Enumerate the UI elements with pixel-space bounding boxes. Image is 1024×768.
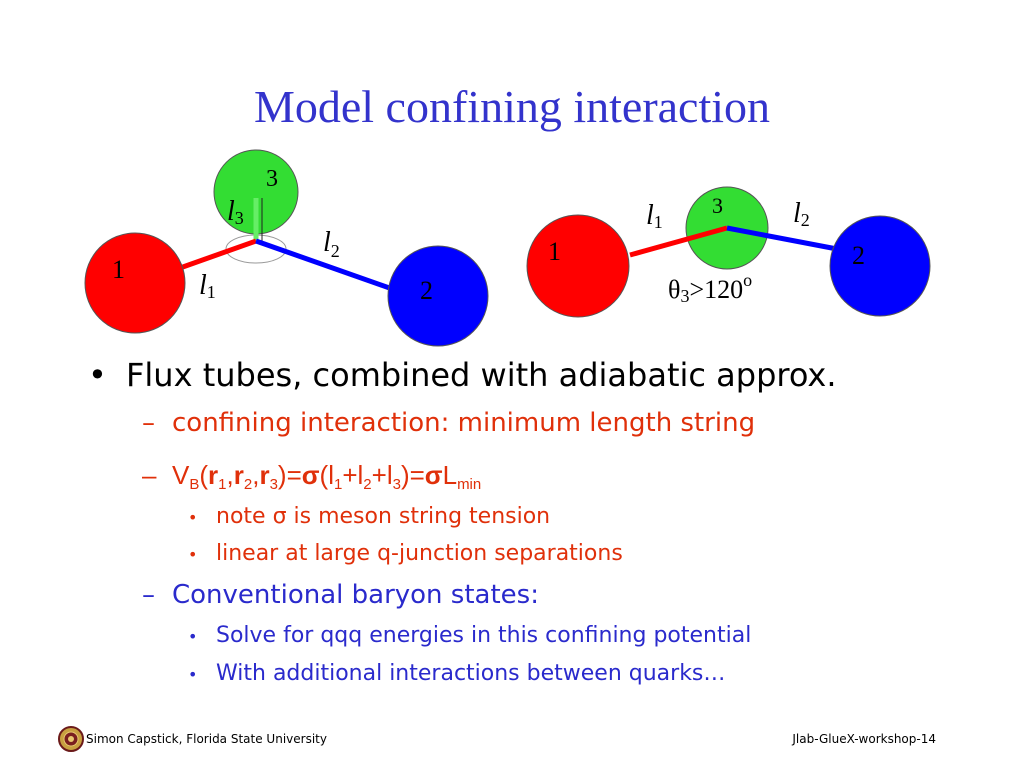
right-angle-label: θ3>120o: [668, 270, 752, 306]
right-string-l1: [629, 225, 728, 258]
sub-sub-bullet-note: • note σ is meson string tension: [188, 504, 550, 529]
eq-v-sub: B: [189, 476, 200, 493]
left-l2-letter: l: [323, 227, 331, 258]
left-string-l1: [179, 238, 257, 271]
eq-r2: r: [233, 460, 244, 490]
fsu-seal-icon: [58, 726, 84, 752]
bullet-flux-tubes-text: Flux tubes, combined with adiabatic appr…: [126, 356, 837, 394]
left-l1-label: l1: [199, 270, 216, 302]
eq-v: V: [172, 460, 190, 490]
eq-comma2: ,: [252, 460, 260, 490]
additional-text: With additional interactions between qua…: [216, 661, 726, 686]
eq-plus2: +l: [371, 460, 393, 490]
right-l2-letter: l: [793, 198, 801, 229]
dash-marker: –: [142, 580, 155, 610]
eq-r1: r: [208, 460, 219, 490]
bullet-marker: •: [188, 507, 198, 527]
eq-r1-sub: 1: [218, 476, 227, 493]
eq-open2: (l: [319, 460, 334, 490]
right-diagram: 1 2 3 l1 l2 θ3>120o: [526, 186, 931, 318]
angle-theta: θ: [668, 275, 680, 304]
left-quark-2-label: 2: [420, 276, 433, 305]
solve-text: Solve for qqq energies in this confining…: [216, 623, 752, 648]
right-quark-1: [526, 214, 630, 318]
note-suffix: is meson string tension: [286, 504, 551, 529]
right-l2-label: l2: [793, 198, 810, 230]
footer-slide-id: Jlab-GlueX-workshop-14: [792, 732, 936, 746]
eq-min-sub: min: [457, 476, 482, 493]
sub-sub-bullet-solve: • Solve for qqq energies in this confinin…: [188, 623, 751, 648]
left-l3-label: l3: [227, 196, 244, 228]
flux-tube-diagrams: 1 2 3 l3 l2 l1 1 2 3 l1 l2 θ3>120o: [84, 149, 931, 347]
baryon-states-text: Conventional baryon states:: [172, 580, 539, 610]
eq-r3: r: [259, 460, 270, 490]
eq-l3-sub: 3: [392, 476, 401, 493]
sub-sub-bullet-additional: • With additional interactions between qu…: [188, 661, 725, 686]
note-sigma: σ: [272, 504, 287, 529]
bullet-marker: •: [188, 544, 198, 564]
right-quark-3-label: 3: [712, 193, 723, 218]
footer-author: Simon Capstick, Florida State University: [86, 732, 327, 746]
eq-comma1: ,: [226, 460, 234, 490]
right-l2-sub: 2: [801, 210, 810, 230]
left-quark-1: [84, 232, 186, 334]
left-string-l2: [255, 238, 399, 294]
right-quark-2-label: 2: [852, 241, 865, 270]
left-quark-3-label: 3: [266, 166, 278, 192]
left-quark-1-label: 1: [112, 255, 125, 284]
bullet-flux-tubes: • Flux tubes, combined with adiabatic app…: [88, 356, 837, 394]
eq-close-eq: )=: [277, 460, 302, 490]
right-l1-label: l1: [646, 200, 663, 232]
eq-sigma1: σ: [301, 460, 320, 490]
dash-marker: –: [142, 460, 157, 490]
bullet-marker: •: [188, 626, 198, 646]
angle-degree: o: [743, 270, 752, 290]
eq-sigma2: σ: [424, 460, 443, 490]
bullet-marker: •: [88, 356, 107, 394]
sub-bullet-baryon-states: –Conventional baryon states:: [142, 580, 539, 610]
left-quark-2: [387, 245, 489, 347]
angle-sub: 3: [680, 286, 689, 306]
eq-open: (: [199, 460, 209, 490]
dash-marker: –: [142, 408, 155, 438]
sub-sub-bullet-linear: • linear at large q-junction separations: [188, 541, 623, 566]
eq-l1-sub: 1: [333, 476, 343, 493]
sub-bullet-confining-text: confining interaction: minimum length st…: [172, 408, 756, 438]
bullet-marker: •: [188, 664, 198, 684]
right-l1-sub: 1: [654, 212, 663, 232]
eq-r3-sub: 3: [269, 476, 278, 493]
left-diagram: 1 2 3 l3 l2 l1: [84, 149, 489, 347]
left-l2-label: l2: [323, 227, 340, 261]
eq-plus1: +l: [342, 460, 364, 490]
right-quark-1-label: 1: [548, 237, 561, 266]
eq-r2-sub: 2: [243, 476, 253, 493]
note-prefix: note: [216, 504, 273, 529]
left-l1-letter: l: [199, 270, 207, 301]
linear-text: linear at large q-junction separations: [216, 541, 623, 566]
angle-value: >120: [689, 275, 743, 304]
right-quark-2: [829, 215, 931, 317]
sub-bullet-equation: –VB(r1,r2,r3)=σ(l1+l2+l3)=σLmin: [142, 460, 481, 493]
eq-L: L: [442, 460, 458, 490]
eq-close2: )=: [400, 460, 425, 490]
eq-l2-sub: 2: [363, 476, 372, 493]
left-l3-letter: l: [227, 196, 235, 227]
left-l1-sub: 1: [207, 282, 216, 302]
slide-title: Model confining interaction: [253, 81, 771, 132]
left-l3-sub: 3: [235, 208, 244, 228]
right-l1-letter: l: [646, 200, 654, 231]
right-string-l2: [726, 225, 838, 252]
left-l2-sub: 2: [331, 241, 340, 261]
sub-bullet-confining: –confining interaction: minimum length s…: [142, 408, 755, 438]
